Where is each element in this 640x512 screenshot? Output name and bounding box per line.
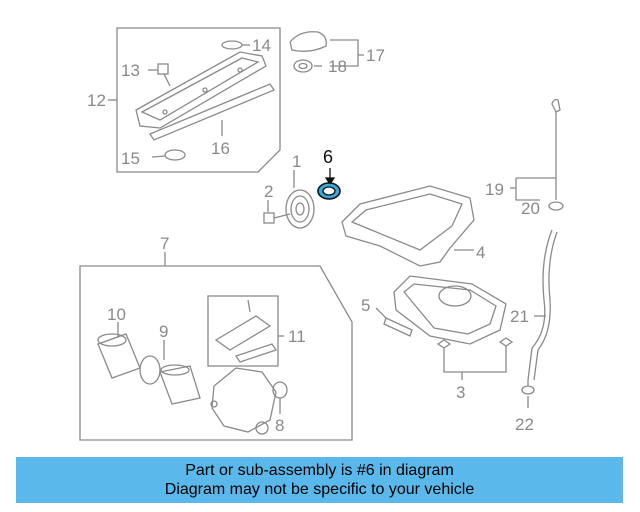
callout-15: 15 [121,149,140,168]
callout-19: 19 [485,180,504,199]
part-8-gasket [272,381,288,414]
group-7-box [79,252,353,441]
valve-cover-gasket-part [135,51,275,141]
callout-22: 22 [515,415,534,434]
part-13-bolt [148,63,171,87]
part-5-baffle [375,307,413,337]
parts-diagram: 1 2 3 4 5 6 7 8 9 10 11 12 13 14 15 16 1… [79,27,564,441]
upper-oil-pan-part [341,185,475,267]
oil-dipstick-part [510,98,564,408]
callout-14: 14 [252,36,271,55]
callout-1: 1 [292,152,301,171]
callout-10: 10 [107,305,126,324]
group-11-box [207,295,284,367]
callout-18: 18 [328,57,347,76]
part-3-drain-bolts [436,337,514,380]
part-14-seal [221,40,250,50]
callout-6: 6 [323,147,333,167]
callout-13: 13 [121,61,140,80]
callout-8: 8 [275,416,284,435]
callout-9: 9 [159,322,168,341]
part-2-bolt [263,200,291,224]
banner-line-2: Diagram may not be specific to your vehi… [164,481,475,498]
callout-17: 17 [366,46,385,65]
callout-16: 16 [211,139,230,158]
callout-11: 11 [288,327,306,346]
callout-2: 2 [264,182,273,201]
part-6-oil-seal [317,168,341,200]
callout-20: 20 [521,199,540,218]
callout-3: 3 [456,383,465,402]
oil-filter-housing-part [210,367,277,435]
part-15-grommet [151,149,186,161]
callout-5: 5 [361,296,370,315]
callout-7: 7 [160,234,169,253]
callout-4: 4 [476,243,485,262]
crank-pulley-part [285,170,315,229]
group-12-box [108,27,281,173]
info-banner: Part or sub-assembly is #6 in diagram Di… [16,457,623,503]
part-10-oil-filter [97,322,141,379]
callout-labels: 1 2 3 4 5 6 7 8 9 10 11 12 13 14 15 16 1… [87,36,540,435]
part-9-filter-element [139,340,201,405]
lower-oil-pan-part [393,275,507,345]
oil-filler-cap-part [289,31,364,73]
callout-12: 12 [87,91,106,110]
banner-line-1: Part or sub-assembly is #6 in diagram [185,462,454,479]
callout-21: 21 [510,307,529,326]
